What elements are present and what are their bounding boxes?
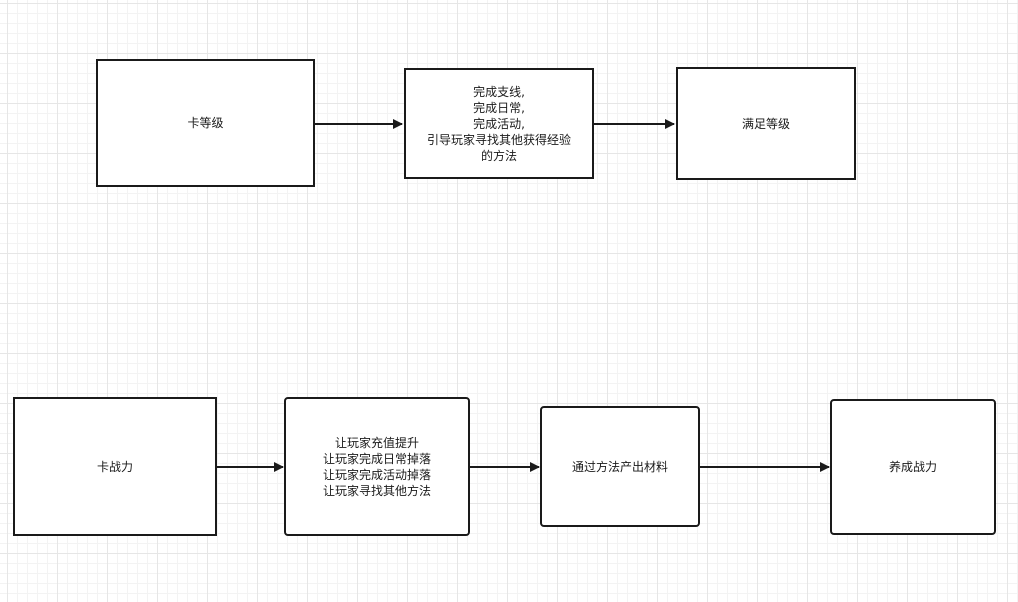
- node-level-satisfied[interactable]: 满足等级: [676, 67, 856, 180]
- node-develop-power[interactable]: 养成战力: [830, 399, 996, 535]
- node-material-output[interactable]: 通过方法产出材料: [540, 406, 700, 527]
- node-power-methods[interactable]: 让玩家充值提升 让玩家完成日常掉落 让玩家完成活动掉落 让玩家寻找其他方法: [284, 397, 470, 536]
- node-power-gate[interactable]: 卡战力: [13, 397, 217, 536]
- node-level-gate[interactable]: 卡等级: [96, 59, 315, 187]
- node-level-methods[interactable]: 完成支线, 完成日常, 完成活动, 引导玩家寻找其他获得经验 的方法: [404, 68, 594, 179]
